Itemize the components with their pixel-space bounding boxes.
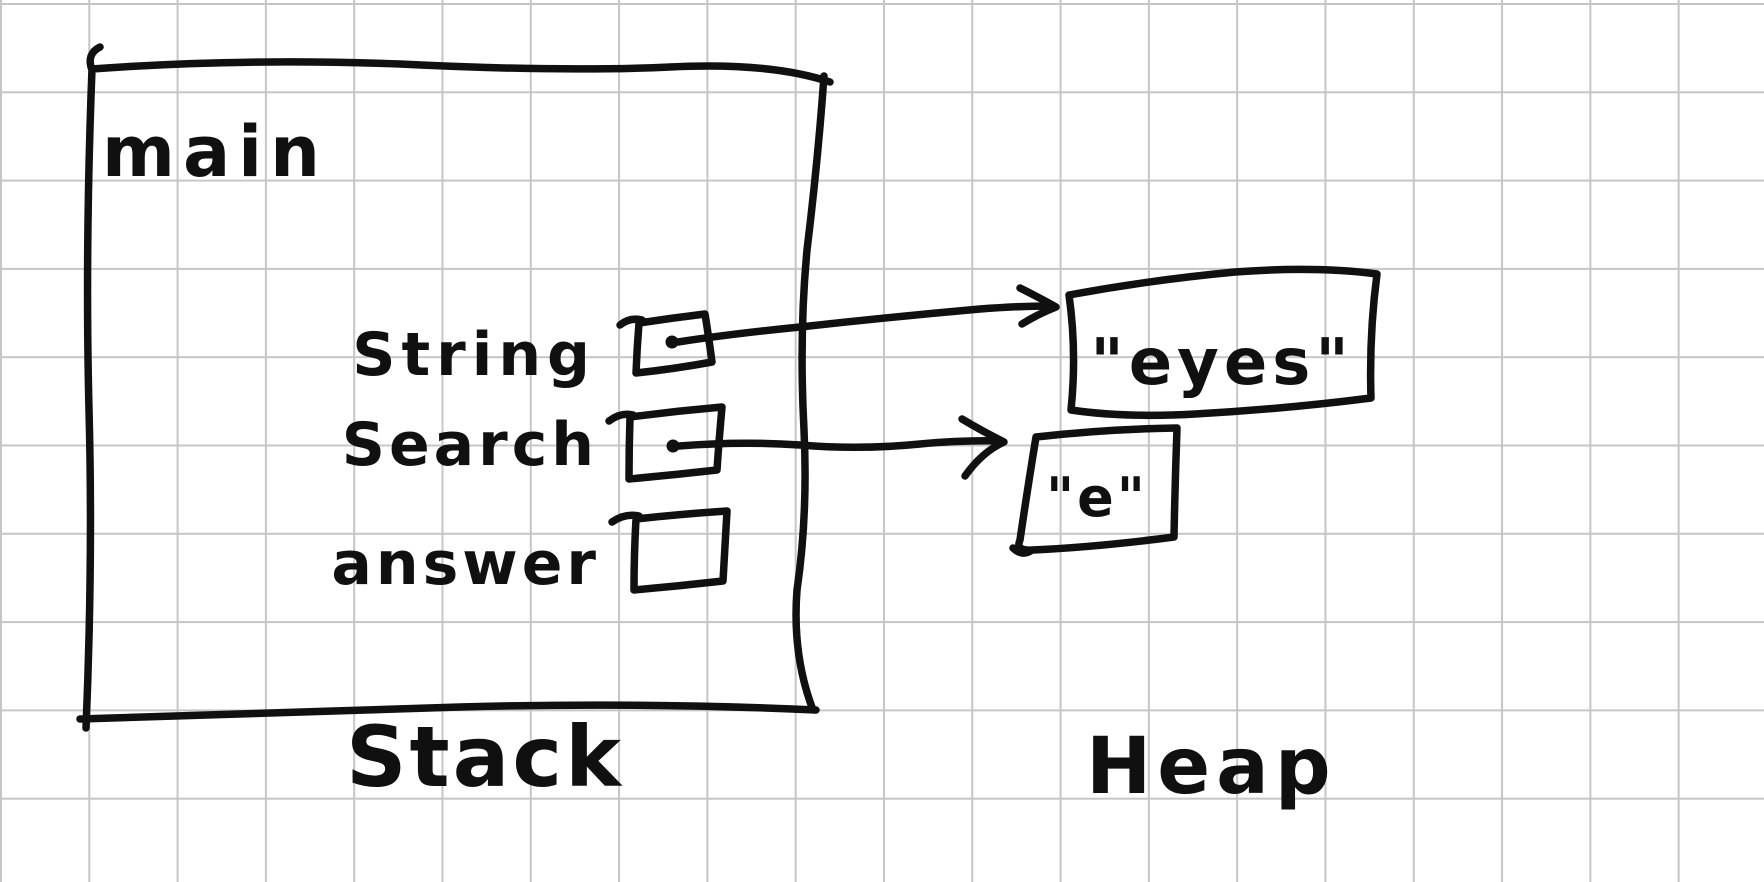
string-arrow	[674, 302, 1054, 346]
search-pointer-box	[605, 403, 726, 483]
string-pointer-dot	[665, 335, 679, 349]
stack-frame-box	[76, 43, 834, 732]
string-pointer-box	[616, 310, 716, 377]
variable-label-answer: answer	[331, 529, 600, 599]
string-arrowhead	[1016, 284, 1060, 328]
heap-e-box	[1009, 424, 1181, 557]
search-pointer-dot	[666, 439, 680, 453]
heap-value-e: "e"	[1046, 466, 1148, 529]
main-frame-label: main	[102, 111, 328, 193]
ink-strokes	[76, 43, 1381, 732]
stack-region-label: Stack	[346, 708, 624, 806]
search-arrowhead	[958, 415, 1008, 480]
heap-region-label: Heap	[1086, 722, 1337, 812]
answer-box	[608, 507, 731, 594]
variable-label-search: Search	[342, 410, 598, 480]
search-arrow	[675, 437, 1004, 452]
heap-value-eyes: "eyes"	[1090, 326, 1353, 400]
ink-dots	[665, 335, 680, 453]
variable-label-string: String	[352, 320, 596, 390]
hand-text: main String Search answer "eyes" "e" Sta…	[102, 111, 1353, 812]
heap-eyes-box	[1065, 265, 1381, 420]
